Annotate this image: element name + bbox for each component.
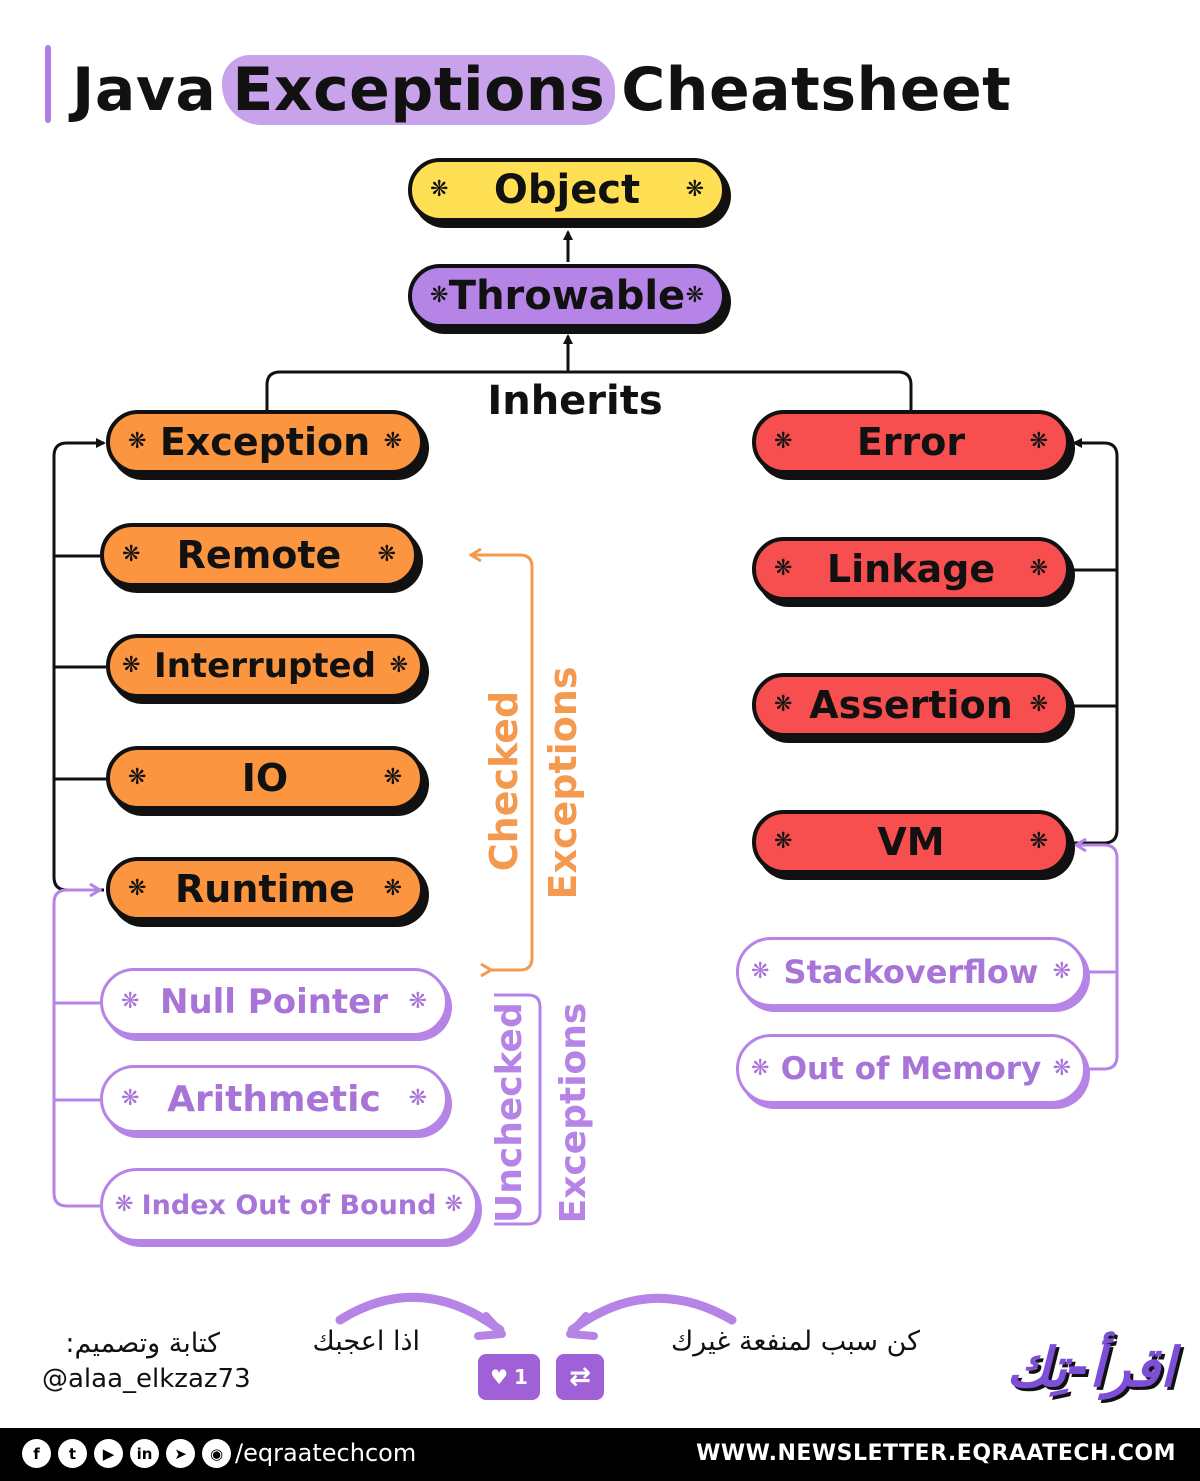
star-icon: ❋ xyxy=(408,989,427,1014)
star-icon: ❋ xyxy=(128,429,147,454)
node-object: ❋ Object ❋ xyxy=(408,158,726,222)
star-icon: ❋ xyxy=(685,177,704,202)
node-throwable: ❋ Throwable ❋ xyxy=(408,264,726,328)
unchecked-exceptions-label: Exceptions xyxy=(553,1002,594,1224)
share-prompt: كن سبب لمنفعة غيرك xyxy=(671,1326,920,1357)
star-icon: ❋ xyxy=(774,829,793,854)
node-label: Error xyxy=(856,420,966,464)
title-word-exceptions: Exceptions xyxy=(222,55,616,125)
social-handle[interactable]: /eqraatechcom xyxy=(235,1439,417,1467)
star-icon: ❋ xyxy=(774,429,793,454)
brand-logo: اقرأ-تِك xyxy=(1006,1336,1175,1399)
star-icon: ❋ xyxy=(115,1192,134,1217)
checked-label: Checked xyxy=(482,690,526,872)
like-button[interactable]: ♥ 1 xyxy=(478,1354,540,1400)
star-icon: ❋ xyxy=(122,542,141,567)
inherits-label: Inherits xyxy=(487,378,663,424)
node-label: VM xyxy=(877,820,945,864)
node-label: Interrupted xyxy=(154,646,376,686)
node-io: ❋ IO ❋ xyxy=(106,746,424,810)
youtube-icon[interactable]: ▶ xyxy=(94,1439,123,1468)
github-icon[interactable]: ◉ xyxy=(202,1439,231,1468)
repost-button[interactable]: ⇄ xyxy=(556,1354,604,1400)
checked-exceptions-label: Exceptions xyxy=(541,666,585,900)
star-icon: ❋ xyxy=(128,876,147,901)
node-exception: ❋ Exception ❋ xyxy=(106,410,424,474)
twitter-icon[interactable]: t xyxy=(58,1439,87,1468)
star-icon: ❋ xyxy=(121,989,140,1014)
node-remote: ❋ Remote ❋ xyxy=(100,523,418,587)
star-icon: ❋ xyxy=(389,653,408,678)
node-runtime: ❋ Runtime ❋ xyxy=(106,857,424,921)
star-icon: ❋ xyxy=(122,653,141,678)
star-icon: ❋ xyxy=(128,765,147,790)
node-assertion: ❋ Assertion ❋ xyxy=(752,673,1070,737)
node-label: Out of Memory xyxy=(780,1051,1042,1087)
node-stackoverflow: ❋ Stackoverflow ❋ xyxy=(736,937,1086,1007)
star-icon: ❋ xyxy=(408,1086,427,1111)
repost-icon: ⇄ xyxy=(569,1362,591,1392)
star-icon: ❋ xyxy=(685,283,704,308)
node-label: Throwable xyxy=(448,273,686,319)
star-icon: ❋ xyxy=(1029,429,1048,454)
node-error: ❋ Error ❋ xyxy=(752,410,1070,474)
author-handle: @alaa_elkzaz73 xyxy=(42,1364,251,1394)
node-label: Arithmetic xyxy=(167,1078,381,1120)
title-word-java: Java xyxy=(72,55,217,125)
author-label: كتابة وتصميم: xyxy=(65,1328,220,1359)
star-icon: ❋ xyxy=(430,177,449,202)
node-label: Index Out of Bound xyxy=(141,1189,437,1221)
like-count: 1 xyxy=(514,1365,528,1389)
heart-icon: ♥ xyxy=(490,1365,508,1389)
star-icon: ❋ xyxy=(383,765,402,790)
telegram-icon[interactable]: ➤ xyxy=(166,1439,195,1468)
like-prompt: اذا اعجبك xyxy=(312,1326,420,1357)
node-label: Remote xyxy=(176,533,342,577)
star-icon: ❋ xyxy=(383,876,402,901)
star-icon: ❋ xyxy=(751,1056,770,1081)
title-accent-bar xyxy=(45,45,51,123)
node-vm: ❋ VM ❋ xyxy=(752,810,1070,874)
node-label: Null Pointer xyxy=(159,982,389,1022)
footer-bar: f t ▶ in ➤ ◉ /eqraatechcom WWW.NEWSLETTE… xyxy=(0,1428,1200,1481)
star-icon: ❋ xyxy=(383,429,402,454)
node-label: Exception xyxy=(159,420,371,464)
node-interrupted: ❋ Interrupted ❋ xyxy=(106,634,424,698)
node-label: Assertion xyxy=(809,683,1013,727)
facebook-icon[interactable]: f xyxy=(22,1439,51,1468)
star-icon: ❋ xyxy=(1029,556,1048,581)
linkedin-icon[interactable]: in xyxy=(130,1439,159,1468)
node-index-out-of-bound: ❋ Index Out of Bound ❋ xyxy=(100,1168,478,1242)
node-label: Runtime xyxy=(175,867,355,911)
node-label: Object xyxy=(493,167,641,213)
star-icon: ❋ xyxy=(377,542,396,567)
star-icon: ❋ xyxy=(1052,959,1071,984)
star-icon: ❋ xyxy=(774,692,793,717)
star-icon: ❋ xyxy=(1029,829,1048,854)
node-linkage: ❋ Linkage ❋ xyxy=(752,537,1070,601)
star-icon: ❋ xyxy=(444,1192,463,1217)
star-icon: ❋ xyxy=(774,556,793,581)
title-word-cheatsheet: Cheatsheet xyxy=(621,55,1012,125)
social-icons: f t ▶ in ➤ ◉ xyxy=(22,1439,231,1468)
node-out-of-memory: ❋ Out of Memory ❋ xyxy=(736,1034,1086,1104)
page-title: Java Exceptions Cheatsheet xyxy=(72,50,1011,130)
node-arithmetic: ❋ Arithmetic ❋ xyxy=(100,1065,448,1133)
star-icon: ❋ xyxy=(1052,1056,1071,1081)
node-label: IO xyxy=(241,756,289,800)
node-null-pointer: ❋ Null Pointer ❋ xyxy=(100,968,448,1036)
node-label: Stackoverflow xyxy=(783,953,1039,991)
star-icon: ❋ xyxy=(751,959,770,984)
star-icon: ❋ xyxy=(121,1086,140,1111)
newsletter-url[interactable]: WWW.NEWSLETTER.EQRAATECH.COM xyxy=(696,1441,1176,1466)
star-icon: ❋ xyxy=(1029,692,1048,717)
unchecked-label: Unchecked xyxy=(489,1002,530,1223)
star-icon: ❋ xyxy=(430,283,449,308)
node-label: Linkage xyxy=(826,547,996,591)
